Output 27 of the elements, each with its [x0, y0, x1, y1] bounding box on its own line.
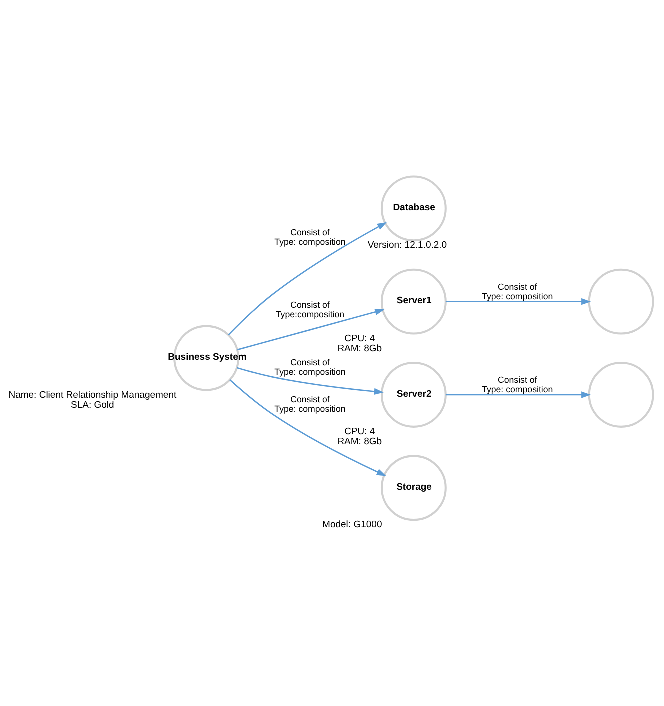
edge-label: Consist of Type:composition [276, 300, 345, 320]
arrow [446, 298, 592, 305]
node-circle [588, 362, 654, 428]
edge-label: Consist of Type: composition [274, 226, 346, 246]
node-circle: Server2 [380, 362, 447, 428]
arrow [230, 378, 386, 476]
arrow [237, 366, 384, 395]
edge-label: Consist of Type: composition [482, 281, 554, 301]
arrow [237, 308, 385, 350]
edge-label: Consist of Type: composition [482, 374, 554, 394]
edge-label: Consist of Type: composition [274, 394, 346, 414]
arrow [228, 222, 388, 336]
arrow [446, 391, 592, 398]
node-circle: Server1 [380, 268, 447, 334]
edge-label: Consist of Type: composition [274, 356, 346, 376]
node-circle: Storage [380, 454, 447, 521]
node-circle: Database [380, 175, 447, 242]
node-label: Model: G1000 [322, 519, 382, 530]
node-label: CPU: 4 [344, 426, 376, 438]
node-circle [588, 268, 654, 334]
node-label: Business System [168, 352, 247, 363]
node-label: RAM: 8Gb [338, 436, 382, 448]
node-label: SLA: Gold [71, 400, 114, 411]
node-label: CPU: 4 [344, 332, 376, 344]
node-label: Version: 12.1.0.2.0 [368, 240, 448, 251]
node-label: Name: Client Relationship Management [8, 389, 177, 400]
node-label: RAM: 8Gb [338, 343, 382, 354]
